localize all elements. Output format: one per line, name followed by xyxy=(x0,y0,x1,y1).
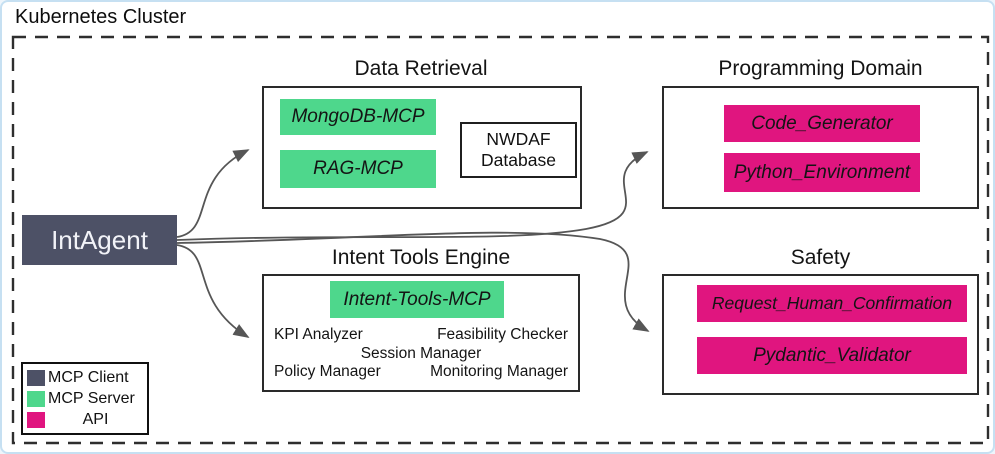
edge-agent-to-intent-tools xyxy=(176,244,250,338)
legend-item-mcp-server: MCP Server xyxy=(27,388,143,409)
tool-feasibility-checker: Feasibility Checker xyxy=(437,326,568,343)
edge-agent-to-data-retrieval xyxy=(176,149,250,238)
legend-label: MCP Server xyxy=(48,389,135,407)
rag-mcp-server: RAG-MCP xyxy=(280,150,436,188)
safety-title: Safety xyxy=(790,246,851,269)
tool-kpi-analyzer: KPI Analyzer xyxy=(274,326,363,343)
python-environment-api: Python_Environment xyxy=(724,153,920,192)
legend-label: API xyxy=(82,410,109,428)
programming-domain-title: Programming Domain xyxy=(718,57,923,80)
cluster-title: Kubernetes Cluster xyxy=(15,6,187,28)
tool-policy-manager: Policy Manager xyxy=(274,363,381,380)
intagent-box: IntAgent xyxy=(22,215,177,265)
legend-item-mcp-client: MCP Client xyxy=(27,367,143,388)
nwdaf-database-line2: Database xyxy=(481,150,556,170)
mcp-server-color-swatch xyxy=(27,390,45,407)
nwdaf-database-box: NWDAF Database xyxy=(460,122,577,178)
api-color-swatch xyxy=(27,411,45,428)
legend-box: MCP Client MCP Server API xyxy=(21,362,149,435)
tool-monitoring-manager: Monitoring Manager xyxy=(430,363,568,380)
request-human-confirmation-api: Request_Human_Confirmation xyxy=(697,285,967,322)
intent-tools-mcp-server: Intent-Tools-MCP xyxy=(330,281,504,318)
mongodb-mcp-server: MongoDB-MCP xyxy=(280,99,436,135)
data-retrieval-title: Data Retrieval xyxy=(354,57,488,80)
pydantic-validator-api: Pydantic_Validator xyxy=(697,337,967,374)
tool-session-manager: Session Manager xyxy=(360,344,482,362)
intent-tools-list: KPI Analyzer Feasibility Checker Session… xyxy=(272,326,570,382)
tools-row-3: Policy Manager Monitoring Manager xyxy=(272,363,570,382)
intent-tools-engine-title: Intent Tools Engine xyxy=(331,246,511,269)
legend-label: MCP Client xyxy=(48,368,129,386)
nwdaf-database-line1: NWDAF xyxy=(486,129,551,149)
code-generator-api: Code_Generator xyxy=(724,105,920,142)
legend-item-api: API xyxy=(27,409,143,430)
mcp-client-color-swatch xyxy=(27,369,45,386)
tools-row-1: KPI Analyzer Feasibility Checker xyxy=(272,326,570,345)
tools-row-2: Session Manager xyxy=(272,345,570,364)
